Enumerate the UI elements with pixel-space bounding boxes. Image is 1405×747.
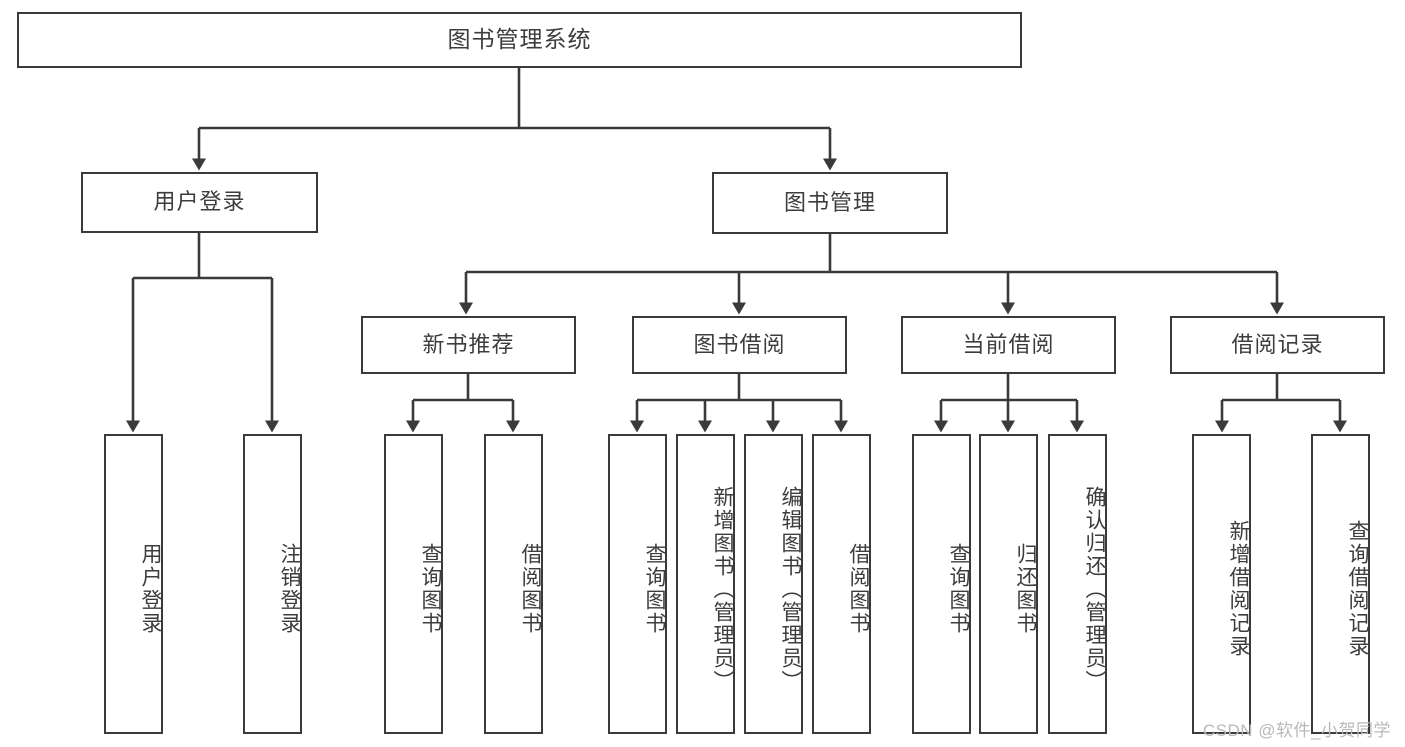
leaf-book-borrow-add-book-admin[interactable]: 新增图书（管理员）: [676, 434, 735, 734]
node-book-management[interactable]: 图书管理: [712, 172, 948, 234]
node-label: 确认归还（管理员）: [1083, 485, 1106, 693]
leaf-book-borrow-borrow-book[interactable]: 借阅图书: [812, 434, 871, 734]
node-label: 查询图书: [643, 543, 666, 635]
node-label: 新增图书（管理员）: [711, 485, 734, 693]
node-label: 查询图书: [419, 543, 442, 635]
leaf-new-book-borrow-book[interactable]: 借阅图书: [484, 434, 543, 734]
watermark-credit: CSDN @软件_小贺同学: [1202, 721, 1391, 740]
leaf-new-book-query-book[interactable]: 查询图书: [384, 434, 443, 734]
node-label: 用户登录: [153, 189, 246, 215]
node-book-borrow[interactable]: 图书借阅: [632, 316, 847, 374]
node-label: 图书管理系统: [447, 26, 592, 53]
node-label: 新书推荐: [422, 331, 515, 357]
node-label: 查询借阅记录: [1346, 520, 1369, 658]
node-current-borrow[interactable]: 当前借阅: [901, 316, 1116, 374]
leaf-current-borrow-query-book[interactable]: 查询图书: [912, 434, 971, 734]
leaf-current-borrow-confirm-return-admin[interactable]: 确认归还（管理员）: [1048, 434, 1107, 734]
leaf-current-borrow-return-book[interactable]: 归还图书: [979, 434, 1038, 734]
node-label: 用户登录: [139, 543, 162, 635]
node-label: 查询图书: [947, 543, 970, 635]
leaf-user-login-do-login[interactable]: 用户登录: [104, 434, 163, 734]
leaf-borrow-record-query-record[interactable]: 查询借阅记录: [1311, 434, 1370, 734]
node-label: 图书借阅: [693, 331, 786, 357]
leaf-user-login-logout[interactable]: 注销登录: [243, 434, 302, 734]
leaf-book-borrow-query-book[interactable]: 查询图书: [608, 434, 667, 734]
leaf-borrow-record-add-record[interactable]: 新增借阅记录: [1192, 434, 1251, 734]
node-label: 归还图书: [1014, 543, 1037, 635]
node-label: 编辑图书（管理员）: [779, 485, 802, 693]
node-new-book-recommend[interactable]: 新书推荐: [361, 316, 576, 374]
node-root-book-management-system[interactable]: 图书管理系统: [17, 12, 1022, 68]
node-label: 新增借阅记录: [1227, 520, 1250, 658]
node-label: 借阅图书: [847, 543, 870, 635]
leaf-book-borrow-edit-book-admin[interactable]: 编辑图书（管理员）: [744, 434, 803, 734]
node-label: 借阅记录: [1231, 331, 1324, 357]
node-label: 当前借阅: [962, 331, 1055, 357]
node-borrow-record[interactable]: 借阅记录: [1170, 316, 1385, 374]
node-label: 注销登录: [278, 543, 301, 635]
node-label: 图书管理: [783, 189, 876, 215]
node-label: 借阅图书: [519, 543, 542, 635]
node-user-login[interactable]: 用户登录: [81, 172, 318, 233]
